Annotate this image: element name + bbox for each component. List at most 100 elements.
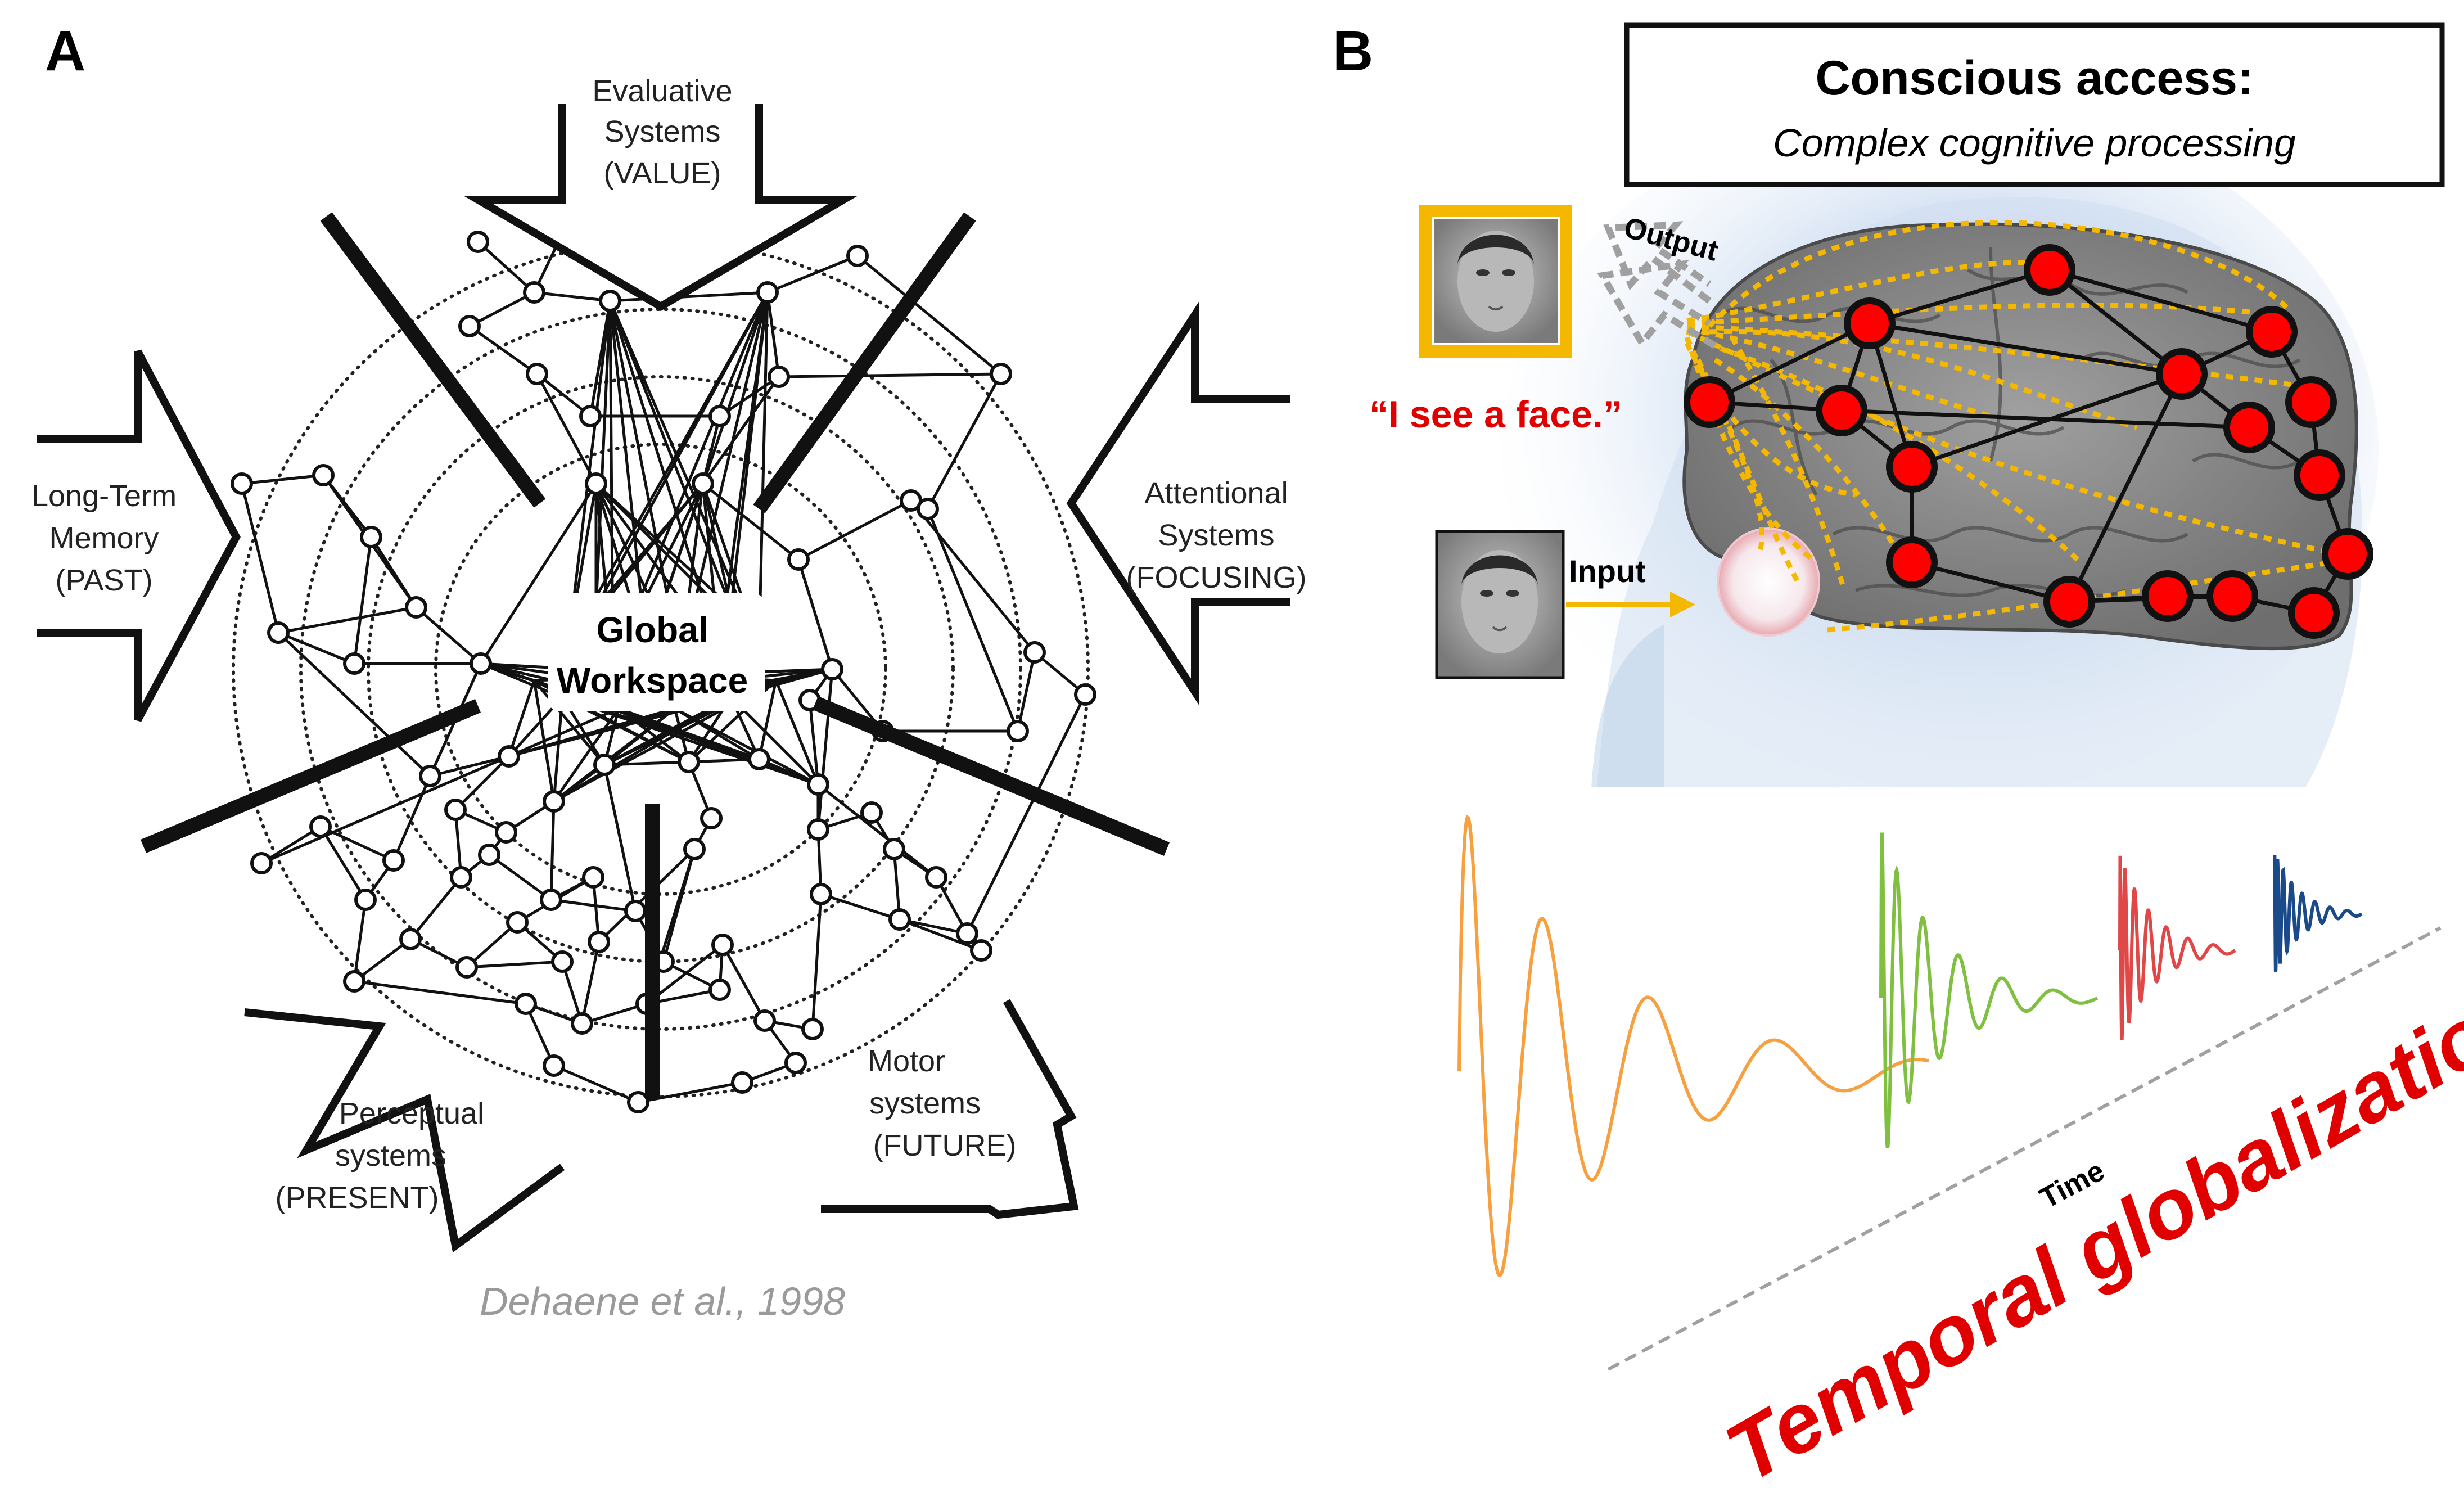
quote-label: “I see a face.” [1369,393,1622,436]
network-edge [536,373,592,417]
network-node [627,1091,649,1113]
network-node [692,472,714,495]
network-node [787,548,810,571]
conscious-access-subtitle: Complex cognitive processing [1773,121,2296,165]
long-term-label-2: Memory [49,521,159,555]
network-node [267,621,290,644]
brain-node [2294,449,2345,501]
input-arrow [1566,592,1695,617]
network-node [540,889,562,911]
perceptual-label-2: systems [335,1139,446,1173]
hub-edge [594,291,769,608]
network-node [748,748,770,770]
hub-edge [594,300,612,608]
block-arrows [37,104,1290,1253]
network-edge [488,853,552,901]
network-edge [278,631,355,665]
brain-edge [1708,321,1871,404]
network-node [1007,720,1029,742]
network-edge [603,764,637,912]
network-node [360,526,382,548]
network-edge [454,755,510,811]
network-edge [899,918,982,952]
long-term-label-3: (PAST) [56,563,153,597]
wave-orange [1457,814,1929,1277]
network-edge [278,606,417,634]
brain-edge [2067,373,2184,603]
hub-edge [566,300,612,647]
network-node [399,928,422,950]
brain-edge [2049,268,2272,334]
network-node [731,1071,753,1094]
conscious-access-box: Conscious access: Complex cognitive proc… [1624,22,2445,187]
input-label: Input [1569,553,1646,589]
brain-node [1886,441,1938,493]
brain-node [2223,402,2275,453]
brain-node [2156,348,2208,400]
temporal-globalization-label: Temporal globalization [1711,961,2464,1497]
network-node [807,818,829,841]
network-edge [534,291,611,303]
network-node [450,866,472,889]
network-edge [580,941,601,1024]
brain-node [1816,385,1867,436]
network-node [925,866,947,889]
network-node [846,245,869,267]
perceptual-label-1: Perceptual [339,1097,484,1130]
network-node [467,231,489,253]
network-edge [926,373,1003,510]
eye-ball [1717,527,1820,637]
brain-edge [1911,560,2070,604]
motor-label-1: Motor [868,1044,945,1078]
attentional-label-3: (FOCUSING) [1126,561,1307,594]
brain-node [2288,587,2340,639]
network-edge [797,559,834,670]
network-edge [926,508,1019,732]
workspace-line-1: Global [596,610,708,650]
network-edge [468,324,538,376]
network-node [888,908,911,931]
citation: Dehaene et al., 1998 [480,1279,845,1323]
brain-node [2142,570,2194,622]
network-node [624,900,647,922]
network-node [593,754,616,776]
network-node [768,366,790,388]
network-edge [721,944,766,1022]
hub-edge [757,292,769,647]
brain-node [1886,536,1938,588]
network-edge [479,483,598,665]
hub-edge [774,680,820,785]
network-edge [353,899,367,982]
network-node [506,911,529,934]
network-node [312,464,335,486]
network-edge [415,606,482,665]
hub-edge [645,292,769,653]
network-edge [468,291,535,328]
network-node [784,1052,807,1074]
network-edge [241,474,324,485]
network-node [458,315,481,337]
network-edge [892,849,901,920]
brain-node [2285,376,2337,428]
network-edge [353,938,412,982]
network-node [470,652,492,675]
output-face-image [1419,205,1572,358]
network-node [498,745,520,768]
network-node [708,405,731,427]
network-edge [767,254,858,294]
network-node [495,821,517,844]
network-edge [778,372,1001,378]
brain-node [1684,376,1735,428]
hub-edge [729,292,769,608]
evaluative-label-3: (VALUE) [603,156,721,190]
brain-node [2206,570,2258,622]
network-edge [808,700,820,785]
network-edge [811,894,823,1030]
network-node [756,281,779,304]
hub-edge [532,680,556,802]
hub-edge [730,696,819,786]
brain-node [2246,306,2298,358]
network-node [1023,641,1046,664]
conscious-access-title: Conscious access: [1815,51,2253,105]
network-node [588,931,610,953]
